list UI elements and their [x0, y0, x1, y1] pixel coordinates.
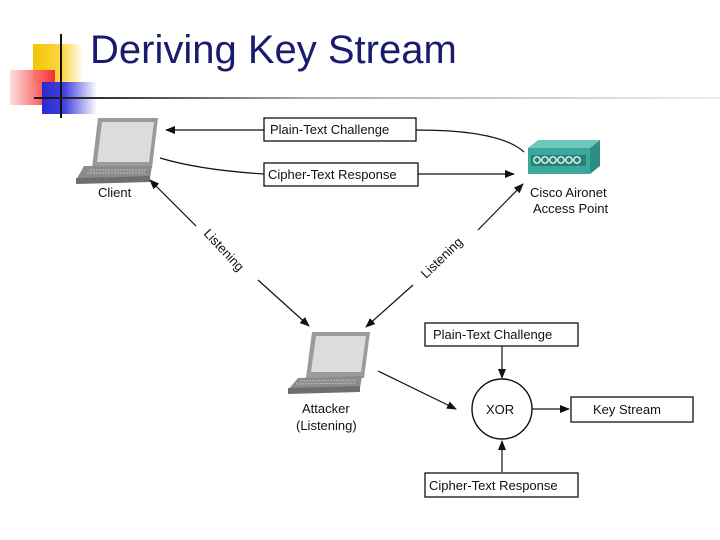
attacker-label-line2: (Listening)	[296, 418, 357, 433]
attacker-to-xor-arrow	[377, 370, 457, 410]
ap-listening-arrow-up	[477, 183, 524, 231]
xor-cipher-text-response-label: Cipher-Text Response	[429, 478, 558, 493]
client-label: Client	[98, 185, 132, 200]
access-point-icon	[528, 140, 600, 174]
key-stream-label: Key Stream	[593, 402, 661, 417]
client-listening-arrow-down	[257, 279, 310, 327]
left-listening-label: Listening	[201, 226, 247, 274]
xor-cipher-text-response-box	[424, 472, 579, 498]
key-stream-box	[570, 396, 694, 423]
top-plain-text-challenge-label: Plain-Text Challenge	[270, 122, 389, 137]
access-point-label-line1: Cisco Aironet	[530, 185, 607, 200]
client-listening-arrow-up	[149, 179, 197, 227]
client-laptop-icon	[76, 118, 158, 184]
client-to-response-line	[159, 157, 265, 175]
access-point-label-line2: Access Point	[533, 201, 609, 216]
ap-listening-arrow-down	[365, 284, 414, 328]
xor-label: XOR	[486, 402, 514, 417]
ap-to-challenge-line	[415, 129, 525, 153]
attacker-label-line1: Attacker	[302, 401, 350, 416]
slide-title: Deriving Key Stream	[90, 28, 457, 72]
right-listening-label: Listening	[418, 234, 466, 281]
attacker-laptop-icon	[288, 332, 370, 394]
top-cipher-text-response-label: Cipher-Text Response	[268, 167, 397, 182]
xor-plain-text-challenge-label: Plain-Text Challenge	[433, 327, 552, 342]
